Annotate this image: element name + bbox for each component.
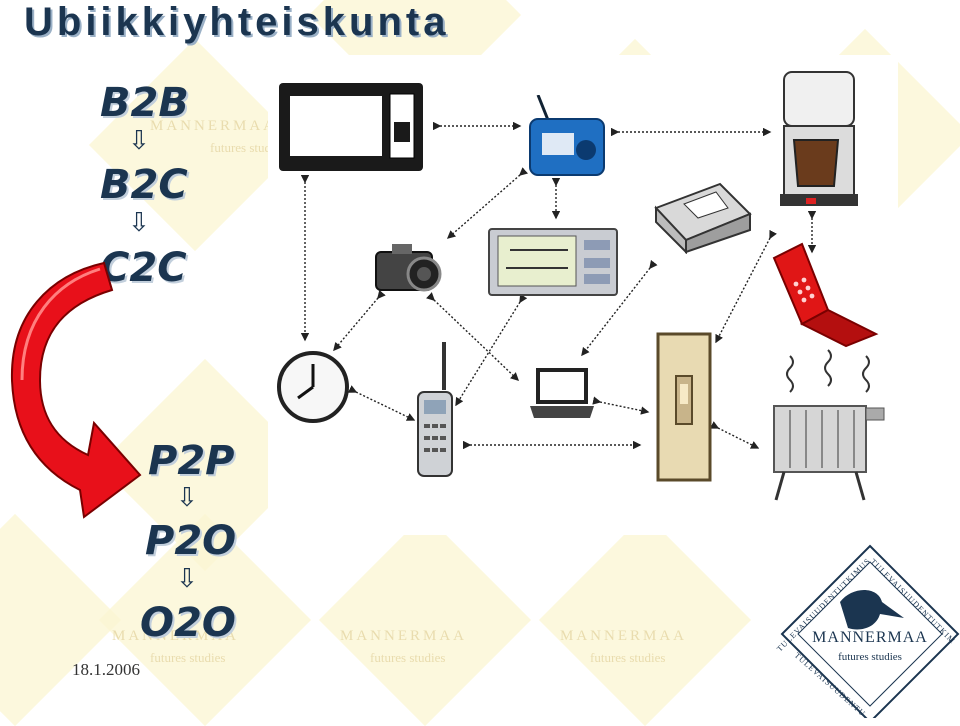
mannermaa-logo: TULEVAISUUDENTUTKIMUS TULEVAISUUDENTUTKI…	[760, 542, 960, 718]
pda-icon	[488, 228, 618, 296]
watermark-subtitle: futures studies	[370, 650, 446, 665]
connection-lines	[300, 121, 817, 450]
stage-b2b: B2B	[100, 80, 189, 126]
stage-b2c: B2C	[100, 162, 188, 208]
microwave-icon	[279, 83, 423, 171]
stage-c2c: C2C	[100, 245, 187, 291]
date-label: 18.1.2006	[72, 660, 140, 679]
coffee-maker-icon	[780, 71, 858, 206]
watermark-logo: MANNERMAA	[340, 628, 468, 644]
cordless-phone-icon	[417, 342, 453, 477]
stage-o2o: O2O	[140, 600, 236, 646]
slide-title: Ubiikkiyhteiskunta	[24, 0, 450, 44]
printer-icon	[654, 182, 752, 254]
camera-icon	[375, 244, 442, 292]
mobile-phone-icon	[772, 242, 879, 348]
laptop-icon	[530, 368, 594, 418]
down-arrow-icon: ⇩	[128, 126, 150, 156]
down-arrow-icon: ⇩	[176, 564, 198, 594]
logo-subtitle: futures studies	[838, 651, 902, 663]
bird-icon	[840, 590, 904, 630]
stage-p2p: P2P	[148, 438, 235, 484]
radio-icon	[529, 95, 605, 176]
watermark-logo: MANNERMAA	[150, 118, 278, 134]
light-switch-icon	[656, 332, 712, 482]
heater-icon	[773, 349, 885, 501]
down-arrow-icon: ⇩	[128, 208, 150, 238]
watermark-subtitle: futures studies	[590, 650, 666, 665]
curved-arrow-icon	[10, 261, 142, 519]
watermark-logo: MANNERMAA	[112, 628, 240, 644]
clock-icon	[277, 351, 349, 423]
stage-p2o: P2O	[145, 518, 237, 564]
logo-name: MANNERMAA	[812, 629, 928, 646]
watermark-subtitle: futures studies	[150, 650, 226, 665]
down-arrow-icon: ⇩	[176, 483, 198, 513]
watermark-logo: MANNERMAA	[560, 628, 688, 644]
watermark-subtitle: futures studies	[210, 140, 286, 155]
